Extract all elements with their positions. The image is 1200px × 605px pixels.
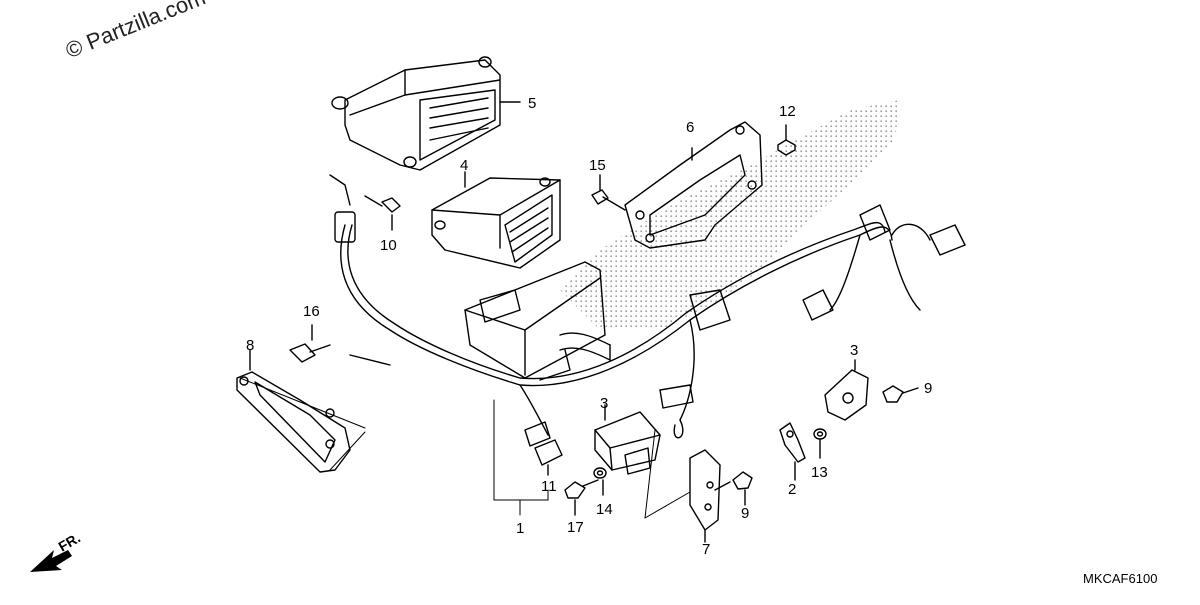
stippled-frame-surface (560, 100, 900, 330)
callout-17: 17 (567, 519, 584, 536)
part-11-clip (534, 439, 563, 476)
part-13-washer (813, 428, 827, 459)
front-indicator-label: FR. (56, 529, 84, 554)
part-14-washer (593, 467, 607, 496)
part-4-control-unit (431, 171, 561, 269)
callout-10: 10 (380, 237, 397, 254)
callout-6: 6 (686, 119, 694, 136)
part-3-sensor-right (824, 359, 869, 421)
callout-13: 13 (811, 464, 828, 481)
callout-15: 15 (589, 157, 606, 174)
callout-16: 16 (303, 303, 320, 320)
callout-11: 11 (541, 478, 557, 495)
part-10-bolt (364, 195, 401, 231)
callout-7: 7 (702, 541, 710, 558)
leader-lines (239, 377, 691, 519)
callout-14: 14 (596, 501, 613, 518)
callout-1: 1 (516, 520, 524, 537)
callout-9-lower: 9 (741, 505, 749, 522)
part-7-bracket (689, 449, 721, 543)
callout-9-right: 9 (924, 380, 932, 397)
callout-2: 2 (788, 481, 796, 498)
diagram-code: MKCAF6100 (1083, 571, 1158, 586)
part-6-bracket-plate (624, 121, 763, 249)
part-5-upper-case (331, 56, 521, 171)
callout-5: 5 (528, 95, 536, 112)
part-16-bolt (289, 324, 331, 363)
callout-12: 12 (779, 103, 796, 120)
callout-3-right: 3 (850, 342, 858, 359)
part-17-bolt (564, 479, 599, 516)
part-2-plate (779, 422, 806, 481)
callout-4: 4 (460, 157, 468, 174)
callout-8: 8 (246, 337, 254, 354)
part-12-nut (777, 124, 796, 156)
front-direction-arrow-icon (30, 550, 72, 572)
callout-3-left: 3 (600, 395, 608, 412)
modulator-unit (464, 261, 611, 379)
part-8-bracket (236, 349, 351, 473)
part-1-wire-harness (329, 174, 966, 447)
part-3-sensor-left (594, 404, 661, 475)
part-9-bolt-lower (714, 471, 753, 506)
part-9-bolt-right (882, 385, 919, 403)
part-15-bolt (591, 174, 626, 211)
